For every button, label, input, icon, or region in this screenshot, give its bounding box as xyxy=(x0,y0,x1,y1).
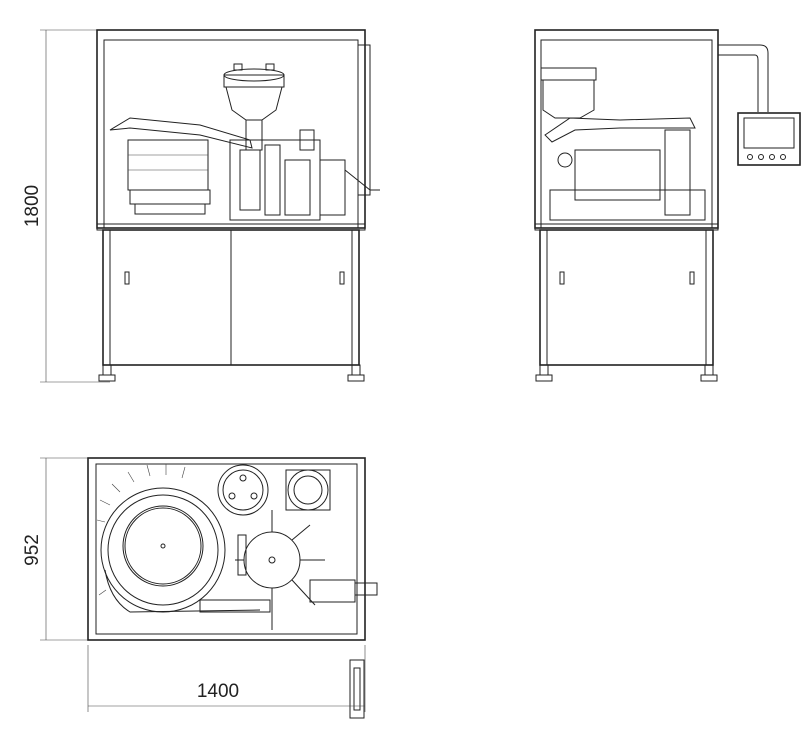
depth-dimension-label: 952 xyxy=(22,534,43,566)
front-view: 1800 xyxy=(22,29,380,383)
top-view: 952 xyxy=(22,457,378,719)
touchscreen-panel xyxy=(737,112,801,166)
height-dimension-label: 1800 xyxy=(22,185,43,227)
side-view xyxy=(534,29,801,382)
width-dimension-label: 1400 xyxy=(197,681,239,702)
